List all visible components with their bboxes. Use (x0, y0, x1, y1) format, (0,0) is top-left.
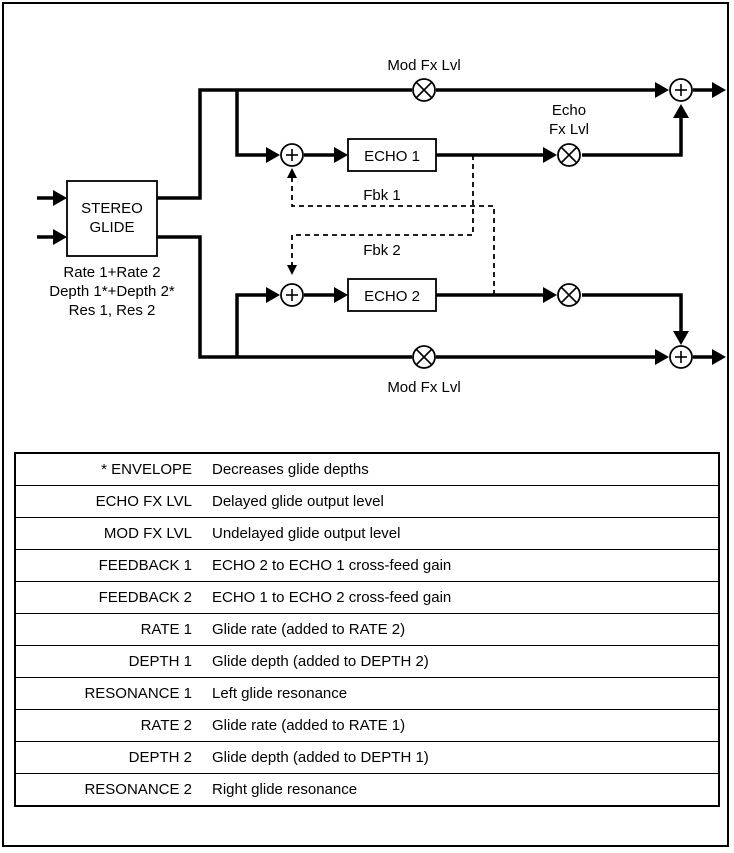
stereo-glide-label-1: STEREO (81, 200, 143, 217)
legend-key: DEPTH 2 (15, 741, 206, 774)
fbk1-label: Fbk 1 (363, 187, 401, 204)
legend-key: DEPTH 1 (15, 645, 206, 678)
legend-description: Left glide resonance (206, 677, 719, 710)
legend-key: ECHO FX LVL (15, 485, 206, 518)
gain-node-mod-bottom (412, 345, 436, 369)
echo2-label: ECHO 2 (364, 288, 420, 305)
param-res: Res 1, Res 2 (69, 302, 156, 319)
echo1-block: ECHO 1 (347, 138, 437, 172)
input-wires (37, 190, 67, 245)
legend-description: ECHO 2 to ECHO 1 cross-feed gain (206, 549, 719, 582)
legend-description: Right glide resonance (212, 781, 358, 798)
sum-node-top-left (280, 143, 304, 167)
feedback-lines (287, 155, 495, 295)
legend-key: * ENVELOPE (15, 453, 206, 486)
signal-flow-diagram: STEREO GLIDE Rate 1+Rate 2 Depth 1*+Dept… (37, 57, 726, 396)
stereo-glide-label-2: GLIDE (89, 219, 134, 236)
param-rate: Rate 1+Rate 2 (63, 264, 160, 281)
legend-description: Undelayed glide output level (206, 517, 719, 550)
stereo-glide-block: STEREO GLIDE (66, 180, 158, 257)
legend-key: MOD FX LVL (15, 517, 206, 550)
mod-fx-bottom-label: Mod Fx Lvl (387, 379, 460, 396)
fbk2-label: Fbk 2 (363, 242, 401, 259)
legend-key: RESONANCE 2 (84, 781, 192, 798)
legend-key: RESONANCE 1 (15, 677, 206, 710)
bottom-path-wires (157, 235, 726, 365)
legend-description: Glide rate (added to RATE 2) (206, 613, 719, 646)
gain-node-mod-top (412, 78, 436, 102)
legend-description: ECHO 1 to ECHO 2 cross-feed gain (206, 581, 719, 614)
legend-row: RESONANCE 2 Right glide resonance (15, 774, 719, 807)
mod-fx-top-label: Mod Fx Lvl (387, 57, 460, 74)
gain-node-echo-top (557, 143, 581, 167)
legend-key: RATE 1 (15, 613, 206, 646)
legend-description: Glide rate (added to RATE 1) (206, 709, 719, 742)
gain-node-echo-bottom (557, 283, 581, 307)
echo-fx-label-2: Fx Lvl (549, 121, 589, 138)
legend-description: Delayed glide output level (206, 485, 719, 518)
legend-description: Glide depth (added to DEPTH 2) (206, 645, 719, 678)
legend-key: FEEDBACK 2 (15, 581, 206, 614)
glide-parameters: Rate 1+Rate 2 Depth 1*+Depth 2* Res 1, R… (49, 264, 175, 319)
echo-fx-label-1: Echo (552, 102, 586, 119)
legend-description: Glide depth (added to DEPTH 1) (206, 741, 719, 774)
legend-key: RATE 2 (15, 709, 206, 742)
echo2-block: ECHO 2 (347, 278, 437, 312)
legend-key: FEEDBACK 1 (15, 549, 206, 582)
echo1-label: ECHO 1 (364, 148, 420, 165)
param-depth: Depth 1*+Depth 2* (49, 283, 175, 300)
top-path-wires (157, 82, 726, 200)
sum-node-bottom-out (669, 345, 693, 369)
sum-node-bottom-left (280, 283, 304, 307)
legend-description: Decreases glide depths (206, 453, 719, 486)
sum-node-top-out (669, 78, 693, 102)
